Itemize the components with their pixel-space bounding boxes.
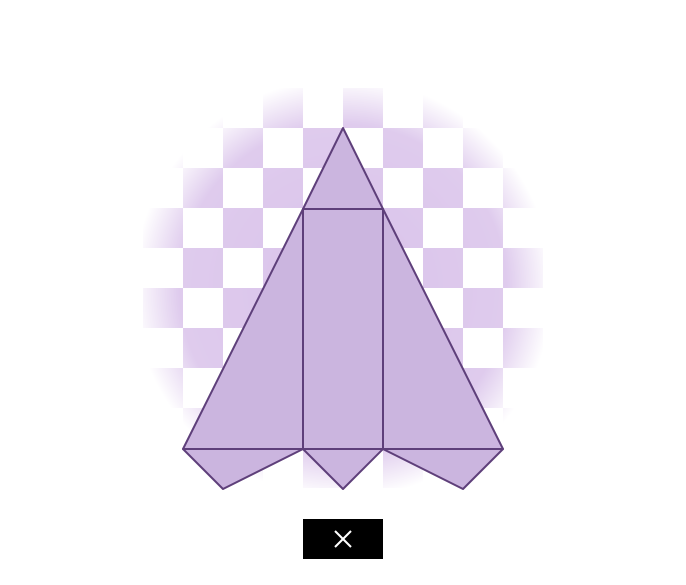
checker-cell (503, 88, 543, 128)
checker-cell (503, 248, 543, 288)
checker-cell (183, 328, 223, 368)
center-rectangle-face (302, 208, 384, 450)
checker-cell (423, 88, 463, 128)
checker-cell (223, 128, 263, 168)
checker-cell (503, 408, 543, 448)
checker-cell (183, 248, 223, 288)
bottom-right-flap (382, 448, 504, 490)
checker-cell (263, 88, 303, 128)
close-button[interactable] (303, 519, 383, 559)
checker-cell (223, 208, 263, 248)
close-icon (333, 529, 353, 549)
checker-cell (263, 168, 303, 208)
checker-cell (463, 128, 503, 168)
checker-cell (463, 288, 503, 328)
net-faces (182, 127, 504, 490)
checker-cell (423, 168, 463, 208)
checker-cell (383, 128, 423, 168)
bottom-left-flap (182, 448, 304, 490)
checker-cell (143, 368, 183, 408)
checker-cell (343, 88, 383, 128)
checker-cell (183, 168, 223, 208)
checker-cell (503, 168, 543, 208)
checker-cell (143, 288, 183, 328)
checker-cell (503, 328, 543, 368)
bottom-center-flap (302, 448, 384, 490)
checker-cell (143, 128, 183, 168)
checker-cell (423, 248, 463, 288)
checker-cell (183, 88, 223, 128)
checker-cell (143, 208, 183, 248)
checker-cell (463, 208, 503, 248)
checker-cell (143, 448, 183, 488)
